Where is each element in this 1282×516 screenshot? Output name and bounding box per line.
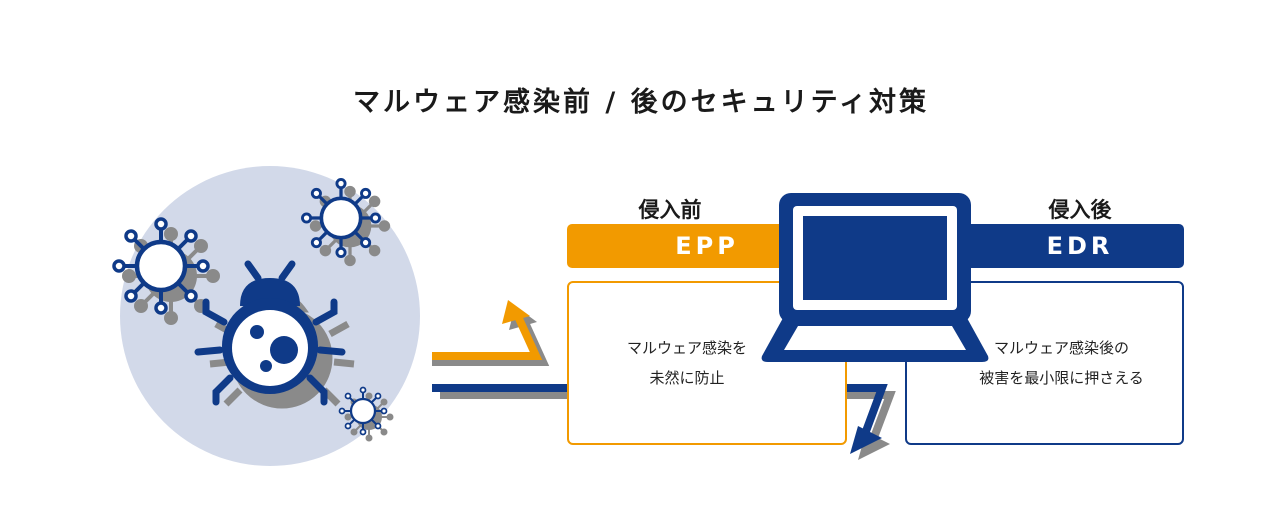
edr-description-line: 被害を最小限に押さえる: [979, 369, 1144, 387]
phase-label-after: 侵入後: [1048, 198, 1112, 222]
edr-banner: EDR: [950, 224, 1184, 268]
edr-description-line: マルウェア感染後の: [993, 339, 1129, 357]
epp-description-line: マルウェア感染を: [626, 339, 747, 357]
arrow-icon: [432, 300, 550, 366]
page-title: マルウェア感染前 / 後のセキュリティ対策: [352, 87, 930, 119]
edr-banner-label: EDR: [1046, 232, 1114, 260]
laptop-icon: [761, 193, 989, 362]
epp-banner-label: EPP: [675, 232, 739, 260]
epp-description-line: 未然に防止: [649, 369, 725, 387]
malware-bug-icon: [194, 260, 355, 409]
phase-label-before: 侵入前: [638, 198, 702, 222]
